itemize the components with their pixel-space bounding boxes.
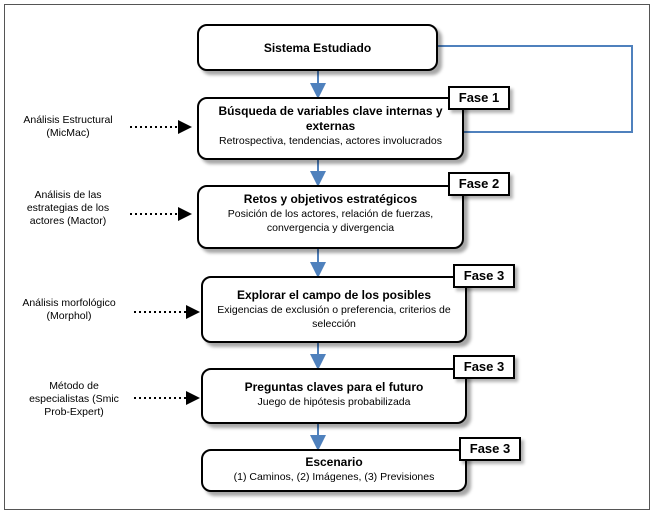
phase-label: Fase 1 bbox=[448, 86, 510, 110]
phase-label: Fase 3 bbox=[459, 437, 521, 461]
feedback-loop-line bbox=[438, 45, 633, 133]
phase-label: Fase 2 bbox=[448, 172, 510, 196]
stage-box-busqueda: Búsqueda de variables clave internas y e… bbox=[197, 97, 464, 160]
stage-box-preguntas: Preguntas claves para el futuro Juego de… bbox=[201, 368, 467, 424]
stage-detail: (1) Caminos, (2) Imágenes, (3) Prevision… bbox=[233, 471, 435, 483]
stage-title: Explorar el campo de los posibles bbox=[236, 288, 432, 302]
stage-box-sistema: Sistema Estudiado bbox=[197, 24, 438, 71]
method-label: Método de especialistas (Smic Prob-Exper… bbox=[29, 380, 119, 418]
stage-box-escenario: Escenario (1) Caminos, (2) Imágenes, (3)… bbox=[201, 449, 467, 492]
stage-detail: Exigencias de exclusión o preferencia, c… bbox=[217, 304, 451, 330]
stage-title: Sistema Estudiado bbox=[263, 41, 372, 55]
stage-box-retos: Retos y objetivos estratégicos Posición … bbox=[197, 185, 464, 249]
stage-title: Retos y objetivos estratégicos bbox=[243, 192, 418, 206]
diagram-frame bbox=[4, 4, 650, 510]
stage-title: Escenario bbox=[305, 455, 363, 469]
stage-title: Búsqueda de variables clave internas y e… bbox=[218, 104, 443, 133]
stage-title: Preguntas claves para el futuro bbox=[244, 380, 424, 394]
stage-detail: Juego de hipótesis probabilizada bbox=[257, 396, 411, 408]
stage-box-explorar: Explorar el campo de los posibles Exigen… bbox=[201, 276, 467, 343]
stage-detail: Retrospectiva, tendencias, actores invol… bbox=[219, 135, 442, 147]
method-label: Análisis morfológico (Morphol) bbox=[22, 297, 116, 322]
stage-detail: Posición de los actores, relación de fue… bbox=[227, 208, 434, 234]
phase-label: Fase 3 bbox=[453, 355, 515, 379]
phase-label: Fase 3 bbox=[453, 264, 515, 288]
method-label: Análisis Estructural (MicMac) bbox=[23, 114, 113, 139]
method-label: Análisis de las estrategias de los actor… bbox=[26, 189, 110, 227]
